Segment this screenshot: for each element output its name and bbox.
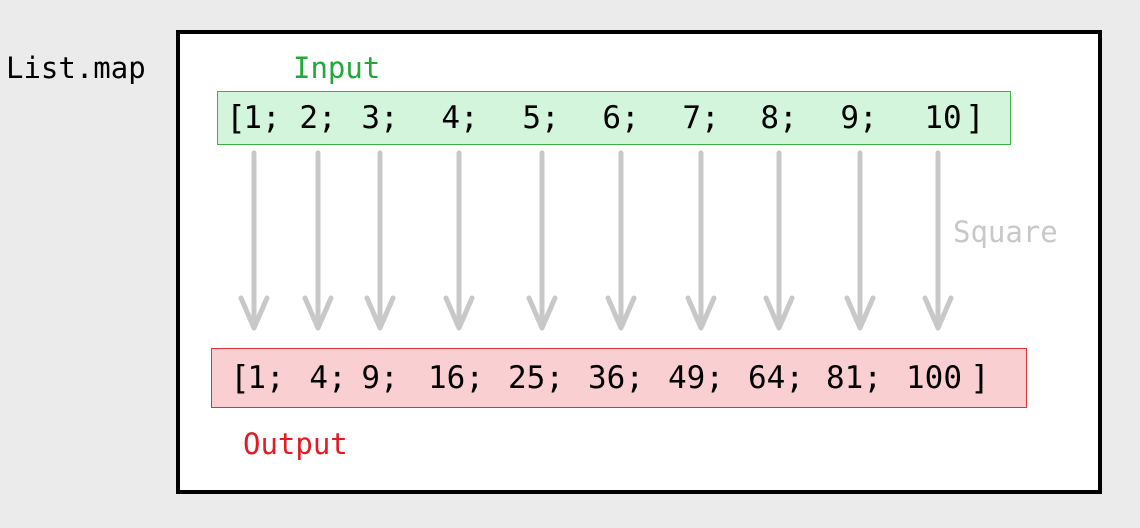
output-item: 16; (428, 360, 484, 396)
operation-label: Square (953, 215, 1058, 249)
output-item: 49; (668, 360, 724, 396)
input-item: 10 (924, 100, 962, 136)
input-item: 9; (840, 100, 878, 136)
map-arrow (605, 150, 637, 331)
output-item: 1; (247, 360, 285, 396)
output-open-bracket: [ (230, 358, 250, 397)
input-item: 6; (602, 100, 640, 136)
output-item: 100 (906, 360, 962, 396)
input-item: 3; (361, 100, 399, 136)
map-arrow (922, 150, 954, 331)
map-arrow (763, 150, 795, 331)
map-arrow (844, 150, 876, 331)
output-list-box (211, 348, 1027, 408)
map-arrow (685, 150, 717, 331)
output-item: 9; (361, 360, 399, 396)
input-open-bracket: [ (226, 98, 246, 137)
input-label: Input (293, 51, 381, 85)
map-arrow (302, 150, 334, 331)
output-close-bracket: ] (970, 358, 990, 397)
input-item: 1; (243, 100, 281, 136)
map-arrow (364, 150, 396, 331)
output-item: 36; (588, 360, 644, 396)
input-item: 2; (299, 100, 337, 136)
output-item: 4; (309, 360, 347, 396)
map-arrow (443, 150, 475, 331)
input-close-bracket: ] (965, 98, 985, 137)
map-arrow (526, 150, 558, 331)
diagram-title: List.map (6, 51, 146, 85)
input-item: 7; (682, 100, 720, 136)
input-list-box (217, 91, 1011, 145)
output-label: Output (243, 427, 348, 461)
input-item: 8; (760, 100, 798, 136)
output-item: 64; (748, 360, 804, 396)
input-item: 5; (522, 100, 560, 136)
input-item: 4; (441, 100, 479, 136)
output-item: 25; (508, 360, 564, 396)
output-item: 81; (826, 360, 882, 396)
map-arrow (238, 150, 270, 331)
